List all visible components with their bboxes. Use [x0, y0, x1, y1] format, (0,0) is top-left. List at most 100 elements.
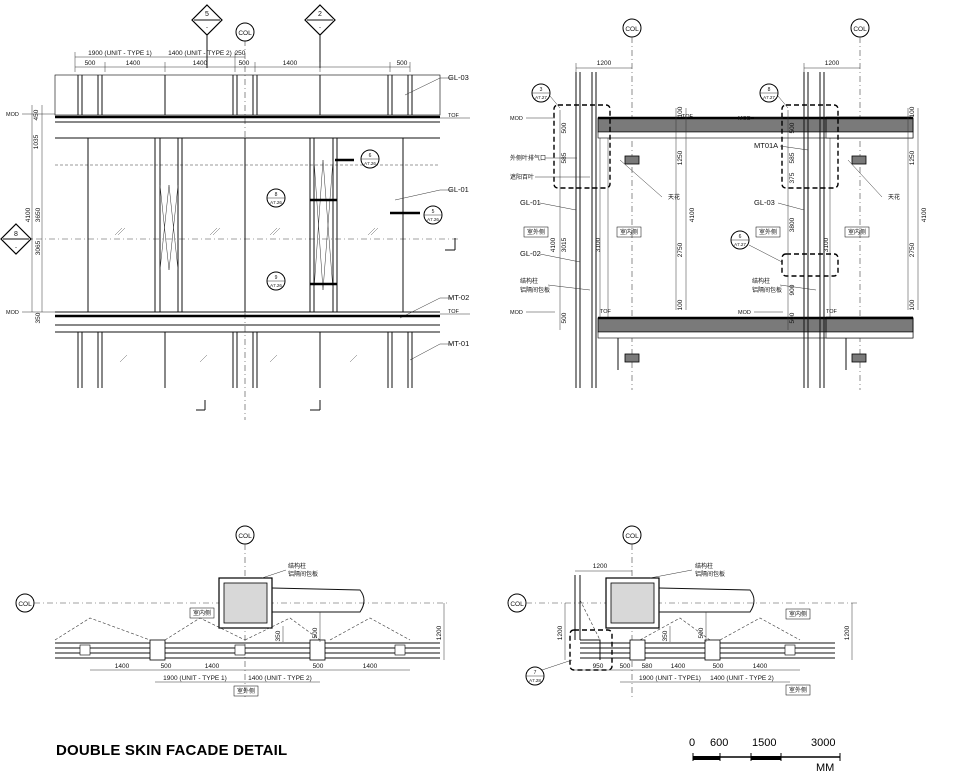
plan-a-dims: 1400 500 1400 500 1400 1900 (UNIT - TYPE… — [90, 603, 445, 697]
svg-text:500: 500 — [85, 60, 96, 67]
svg-text:MT-02: MT-02 — [448, 293, 469, 302]
svg-text:1400 (UNIT - TYPE 2): 1400 (UNIT - TYPE 2) — [710, 675, 774, 682]
svg-text:100: 100 — [677, 106, 684, 117]
svg-text:5: 5 — [205, 11, 209, 18]
svg-text:500: 500 — [561, 312, 568, 323]
svg-text:500: 500 — [789, 312, 796, 323]
svg-text:3015: 3015 — [561, 237, 568, 252]
section-b-right-dims: 100 1250 4100 2750 100 — [907, 106, 928, 310]
svg-text:1400: 1400 — [283, 60, 298, 67]
svg-text:4100: 4100 — [689, 207, 696, 222]
svg-text:375: 375 — [789, 172, 796, 183]
svg-text:MT-01: MT-01 — [448, 339, 469, 348]
svg-text:1200: 1200 — [593, 563, 608, 570]
plan-a-col-bubble-top: COL — [235, 525, 255, 700]
svg-text:500: 500 — [161, 663, 172, 670]
section-a-right-dims: 100 1250 4100 2750 100 — [675, 106, 696, 310]
svg-text:3: 3 — [540, 87, 543, 93]
svg-text:1400: 1400 — [671, 663, 686, 670]
svg-text:TOF: TOF — [448, 309, 460, 315]
svg-text:GL-01: GL-01 — [448, 185, 469, 194]
detail-callout-9[interactable]: 9 A7.26 — [266, 271, 286, 291]
svg-text:室内侧: 室内侧 — [620, 228, 638, 236]
svg-text:-: - — [206, 25, 208, 31]
svg-text:500: 500 — [713, 663, 724, 670]
svg-text:A7.26: A7.26 — [270, 283, 282, 288]
svg-text:室内侧: 室内侧 — [848, 228, 866, 236]
svg-text:A7.27: A7.27 — [734, 242, 746, 247]
svg-text:3100: 3100 — [595, 237, 602, 252]
svg-text:500: 500 — [620, 663, 631, 670]
svg-text:1900 (UNIT - TYPE 1): 1900 (UNIT - TYPE 1) — [163, 675, 227, 682]
svg-text:GL-03: GL-03 — [448, 73, 469, 82]
svg-text:2750: 2750 — [677, 242, 684, 257]
section-callout-top-right[interactable]: 2 - — [304, 4, 336, 68]
svg-text:-: - — [15, 245, 17, 251]
svg-text:A7.26: A7.26 — [270, 200, 282, 205]
svg-text:8: 8 — [768, 87, 771, 93]
svg-text:3100: 3100 — [823, 237, 830, 252]
svg-text:1250: 1250 — [677, 150, 684, 165]
svg-text:585: 585 — [789, 152, 796, 163]
svg-text:GL-01: GL-01 — [520, 198, 541, 207]
detail-callout-8[interactable]: 8 A7.26 — [266, 188, 286, 208]
section-b-view: COL 1200 8 A7.27 6 A7.27 — [730, 18, 928, 390]
svg-text:MT01A: MT01A — [754, 141, 778, 150]
svg-text:室外侧: 室外侧 — [789, 686, 807, 694]
svg-text:3800: 3800 — [789, 217, 796, 232]
section-callout-left[interactable]: 8 - — [0, 223, 32, 255]
plan-b-callout-7[interactable]: 7 A7.28 — [525, 659, 573, 686]
svg-text:580: 580 — [642, 663, 653, 670]
svg-text:1400: 1400 — [363, 663, 378, 670]
svg-text:室外侧: 室外侧 — [237, 687, 255, 695]
svg-text:室内侧: 室内侧 — [193, 609, 211, 617]
svg-text:外侧叶排气口: 外侧叶排气口 — [510, 154, 546, 162]
plan-b-dims: 950 500 580 1400 500 1400 1900 (UNIT - T… — [557, 603, 853, 696]
svg-text:室内侧: 室内侧 — [789, 610, 807, 618]
svg-text:450: 450 — [33, 109, 40, 120]
detail-callout-5[interactable]: 5 A7.26 — [423, 205, 443, 225]
svg-text:1400: 1400 — [753, 663, 768, 670]
svg-text:2: 2 — [318, 11, 322, 18]
svg-text:COL: COL — [238, 533, 252, 540]
svg-text:铝隔间包板: 铝隔间包板 — [752, 286, 782, 294]
svg-text:3065: 3065 — [35, 240, 42, 255]
svg-text:9: 9 — [275, 275, 278, 281]
section-a-callout-3[interactable]: 3 A7.27 — [531, 83, 561, 109]
svg-text:GL-02: GL-02 — [520, 249, 541, 258]
section-b-callout-8[interactable]: 8 A7.27 — [759, 83, 789, 109]
lower-glass-band — [77, 332, 413, 411]
svg-text:COL: COL — [853, 26, 867, 33]
upper-floor-band: MOD TOF — [6, 112, 470, 166]
section-callout-top-left[interactable]: 5 - — [191, 4, 223, 68]
svg-text:室外侧: 室外侧 — [527, 228, 545, 236]
main-glass-panels — [87, 138, 420, 312]
elevation-view: 5 - 2 - COL 1900 (UNIT - TYPE 1) 1400 (U… — [0, 4, 470, 420]
detail-callout-6[interactable]: 6 A7.26 — [360, 149, 380, 169]
svg-text:6: 6 — [739, 234, 742, 240]
svg-text:COL: COL — [18, 601, 32, 608]
svg-text:5: 5 — [432, 209, 435, 215]
svg-text:500: 500 — [312, 627, 319, 638]
section-b-col-bubble: COL — [850, 18, 870, 390]
section-b-callout-6[interactable]: 6 A7.27 — [730, 230, 783, 263]
svg-text:1200: 1200 — [557, 625, 564, 640]
svg-text:天花: 天花 — [668, 193, 680, 201]
col-grid-bubble: COL — [235, 22, 255, 42]
svg-text:350: 350 — [35, 312, 42, 323]
scale-tick-3000: 3000 — [811, 737, 836, 749]
svg-text:500: 500 — [397, 60, 408, 67]
svg-text:1400: 1400 — [115, 663, 130, 670]
svg-text:100: 100 — [909, 299, 916, 310]
svg-text:7: 7 — [534, 670, 537, 676]
elevation-material-labels: GL-03 GL-01 MT-02 MT-01 — [394, 73, 469, 361]
section-b-left-dims: 500 585 375 3800 3100 900 500 — [787, 110, 830, 330]
svg-text:1400 (UNIT - TYPE 2): 1400 (UNIT - TYPE 2) — [248, 675, 312, 682]
plan-a-view: COL COL 结构柱 铝隔间包板 室内侧 14 — [15, 525, 450, 700]
svg-text:2750: 2750 — [909, 242, 916, 257]
svg-text:A7.27: A7.27 — [763, 95, 775, 100]
svg-text:350: 350 — [662, 630, 669, 641]
svg-text:天花: 天花 — [888, 193, 900, 201]
svg-text:4100: 4100 — [25, 207, 32, 222]
